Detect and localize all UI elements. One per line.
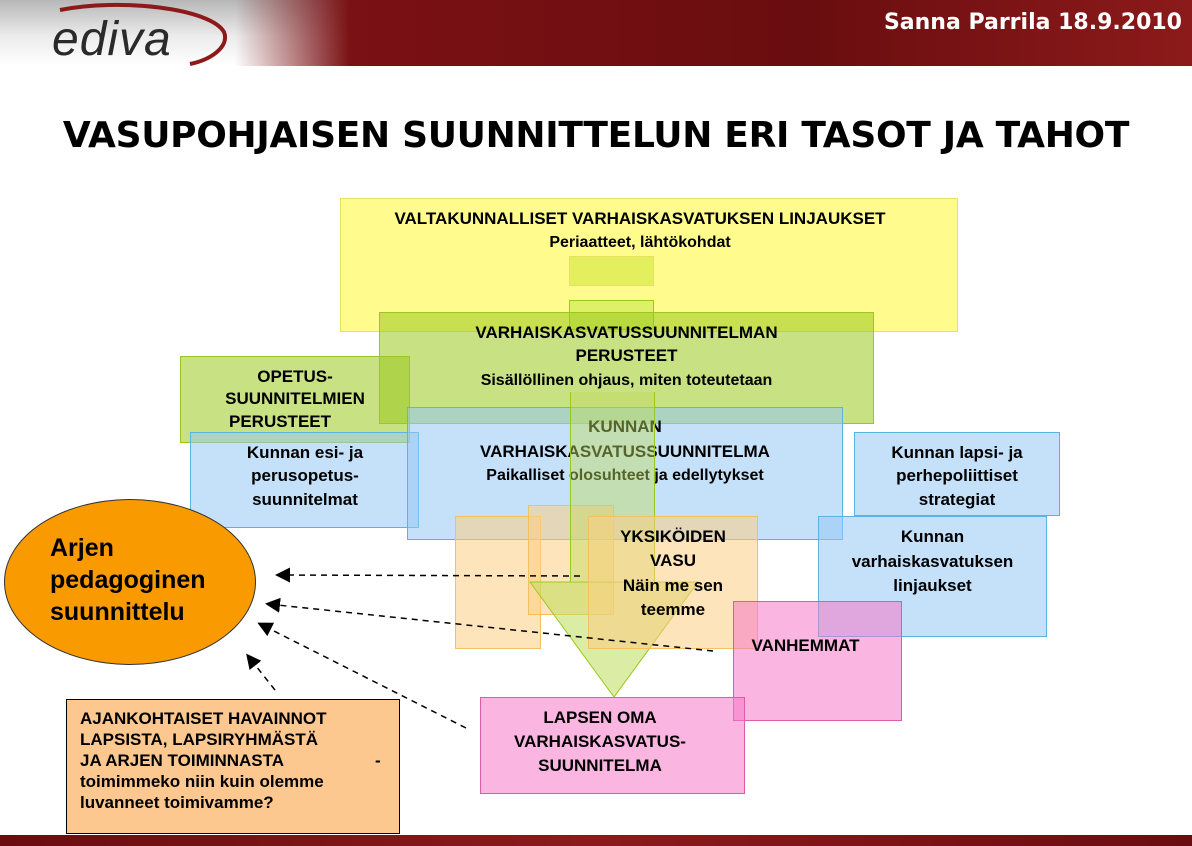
opetus-line1: OPETUS-	[257, 367, 333, 386]
ellipse-text: Arjen pedagoginen suunnittelu	[50, 532, 250, 628]
box-yksikoiden-vasu	[588, 516, 758, 649]
lapsi-perhe-line3: strategiat	[918, 490, 996, 509]
ellipse-arjen-pedagoginen	[4, 499, 256, 665]
arrow-from-yksikoiden	[275, 567, 581, 583]
kunnan-esi-line2: perusopetus-	[251, 466, 359, 485]
lapsen-oma-line1: LAPSEN OMA	[543, 708, 657, 727]
ellipse-line3: suunnittelu	[50, 598, 185, 626]
arrow-from-lapsen-oma	[257, 622, 467, 729]
box-lapsi-perhe	[854, 432, 1060, 516]
kunnan-linjaukset-line3: linjaukset	[893, 576, 972, 595]
ellipse-line2: pedagoginen	[50, 566, 206, 594]
vasu-perusteet-line2: PERUSTEET	[575, 346, 678, 365]
lapsen-oma-line2: VARHAISKASVATUS-	[514, 732, 686, 751]
box-opetus-perusteet	[180, 356, 410, 443]
author-date: Sanna Parrila 18.9.2010	[883, 10, 1182, 35]
national-line1: VALTAKUNNALLISET VARHAISKASVATUKSEN LINJ…	[394, 209, 886, 228]
kunnan-esi-line1: Kunnan esi- ja	[246, 443, 364, 462]
lapsi-perhe-line2: perhepoliittiset	[896, 466, 1018, 485]
obs-line4: toimimmeko niin kuin olemme	[80, 772, 324, 791]
national-line2: Periaatteet, lähtökohdat	[549, 234, 731, 251]
footer-bar	[0, 835, 1192, 846]
page-title: VASUPOHJAISEN SUUNNITTELUN ERI TASOT JA …	[62, 115, 1130, 156]
box-lapsen-oma	[480, 697, 745, 794]
opetus-line3: PERUSTEET	[228, 412, 332, 431]
unit-block-left	[455, 516, 541, 649]
lapsi-perhe-line1: Kunnan lapsi- ja	[891, 443, 1023, 462]
arrow-from-observations	[246, 653, 276, 691]
lapsen-oma-line3: SUUNNITELMA	[538, 756, 662, 775]
vasu-perusteet-line1: VARHAISKASVATUSSUUNNITELMAN	[475, 323, 778, 342]
kunnan-vasu-line1: KUNNAN	[588, 417, 662, 436]
observations-text: AJANKOHTAISET HAVAINNOT LAPSISTA, LAPSIR…	[80, 708, 400, 813]
logo-swoosh-icon	[59, 2, 228, 66]
yksikoiden-line2: VASU	[650, 551, 696, 570]
vasu-perusteet-line3: Sisällöllinen ohjaus, miten toteutetaan	[480, 372, 773, 389]
kunnan-linjaukset-line2: varhaiskasvatuksen	[851, 552, 1014, 571]
obs-line5: luvanneet toimivamme?	[80, 793, 274, 812]
kunnan-vasu-line2: VARHAISKASVATUSSUUNNITELMA	[480, 442, 770, 461]
box-vanhemmat	[733, 601, 902, 721]
obs-line2: LAPSISTA, LAPSIRYHMÄSTÄ	[80, 730, 319, 749]
kunnan-vasu-line3: Paikalliset olosuhteet ja edellytykset	[486, 467, 764, 484]
yksikoiden-line3: Näin me sen	[622, 576, 724, 595]
yksikoiden-line1: YKSIKÖIDEN	[620, 527, 726, 546]
opetus-line2: SUUNNITELMIEN	[225, 389, 365, 408]
obs-line3: JA ARJEN TOIMINNASTA -	[80, 750, 400, 771]
obs-line3a: JA ARJEN TOIMINNASTA	[80, 751, 285, 770]
vanhemmat-label: VANHEMMAT	[751, 636, 860, 655]
obs-line1: AJANKOHTAISET HAVAINNOT	[80, 709, 327, 728]
obs-line3b: -	[375, 751, 381, 770]
arrow-from-vanhemmat	[265, 597, 714, 652]
box-vasu-perusteet	[379, 312, 874, 424]
ellipse-line1: Arjen	[50, 534, 114, 562]
box-observations	[66, 699, 400, 834]
kunnan-esi-line3: suunnitelmat	[252, 490, 358, 509]
kunnan-linjaukset-line1: Kunnan	[900, 527, 965, 546]
box-kunnan-esi	[190, 432, 419, 528]
header-banner	[235, 0, 1192, 66]
logo: ediva	[52, 13, 172, 66]
connector-square-1	[569, 256, 654, 286]
yksikoiden-line4: teemme	[640, 600, 706, 619]
